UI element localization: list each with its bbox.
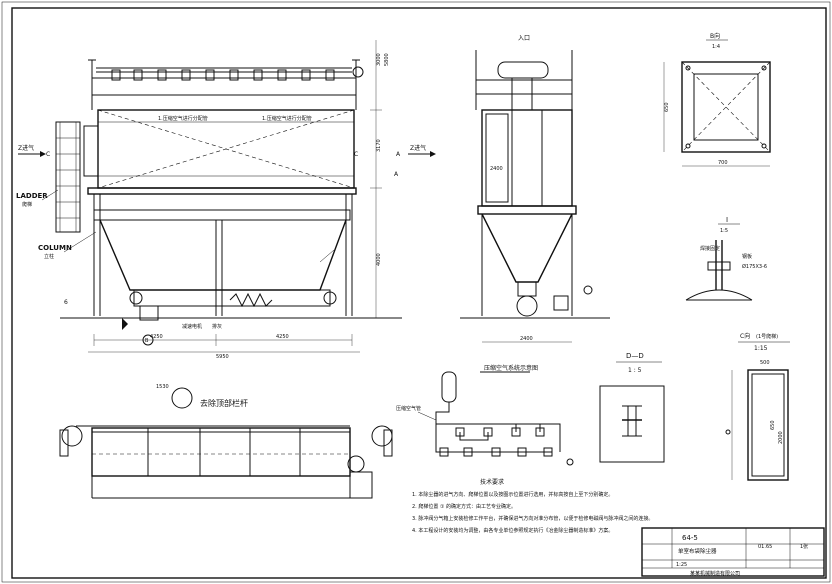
top-dim-1: 3000 [376, 53, 382, 66]
motor-note-2: 排灰 [212, 323, 222, 330]
detail-i-view: I 1:5 钢板 Ø175X3-6 焊接固定 [685, 216, 767, 301]
section-a-left: A [394, 171, 399, 178]
tech-title: 技术要求 [480, 478, 504, 486]
i-note-3: 焊接固定 [700, 245, 720, 252]
air-system-title: 压缩空气系统示意图 [484, 364, 538, 372]
ladder-label: LADDER [16, 192, 48, 200]
side-dim: 2400 [490, 166, 503, 172]
section-c-left: C [46, 151, 50, 158]
column-label-cn: 立柱 [44, 253, 54, 260]
d-view-scale: 1 : 5 [628, 367, 642, 374]
c-view-sub: (1号爬梯) [756, 333, 778, 340]
tb-weight: 01.65 [758, 544, 772, 550]
c-dim-500: 500 [760, 360, 770, 366]
top-dim-2: 3170 [376, 139, 382, 152]
c-dim-650: 650 [770, 420, 776, 430]
b-view-scale: 1:4 [712, 44, 720, 50]
section-c-right: C [354, 151, 358, 158]
inner-border [11, 7, 827, 579]
tb-model: 64-5 [682, 534, 698, 542]
marker-c-num: 6 [64, 299, 68, 306]
tb-company: 某某机械制造有限公司 [690, 570, 740, 577]
top-view-dim: 1530 [156, 384, 169, 390]
top-view-title: 去除顶部栏杆 [200, 398, 248, 408]
top-dim-3: 4000 [376, 253, 382, 266]
base-dim-4: 2400 [520, 336, 533, 342]
marker-b [142, 334, 154, 346]
technical-requirements: 技术要求 1. 本除尘器的进气方向、爬梯位置以及按图示位置进行选用，并标高按自上… [412, 478, 653, 534]
detail-c-view: C向 (1号爬梯) 1:15 500 650 2000 [725, 332, 790, 481]
inlet-arrow-label: Z进气 [18, 144, 34, 152]
ladder-label-cn: 爬梯 [22, 201, 32, 208]
b-dim-1: 650 [664, 102, 670, 112]
tb-name: 单室布袋除尘器 [678, 547, 717, 555]
outlet-arrow-label: Z进气 [410, 144, 426, 152]
b-dim-2: 700 [718, 160, 728, 166]
air-system-diagram: 压缩空气系统示意图 压缩空气管 [396, 364, 574, 466]
section-a-right: A [396, 151, 401, 158]
side-elevation: 入口 2400 2400 [460, 35, 610, 343]
motor-note: 减速电机 [182, 323, 202, 330]
i-view-scale: 1:5 [720, 228, 728, 234]
tech-item-2: 2. 爬梯位置 ① 的确定方式：由工艺专业确定。 [412, 503, 516, 510]
marker-b-label: B [145, 338, 149, 344]
air-source-label: 压缩空气管 [396, 405, 421, 412]
b-view-title: B向 [710, 32, 720, 40]
tb-scale: 1:25 [676, 562, 687, 568]
inlet-label: 入口 [518, 35, 530, 42]
pulse-valve-row [111, 66, 364, 81]
base-dim-3: 5950 [216, 354, 229, 360]
detail-b-view: B向 1:4 650 700 [663, 32, 771, 167]
ladder [55, 121, 81, 233]
i-note-2: Ø175X3-6 [742, 263, 767, 270]
tech-item-3: 3. 脉冲阀分气箱上安装检修工作平台，并确保进气方向对准分布管，以便于检修电磁阀… [412, 515, 653, 522]
tech-item-4: 4. 本工程设计的安装均为调整，由各专业单位参照规定执行《冶金除尘器制造标准》方… [412, 527, 613, 534]
base-dim-1: 4250 [150, 334, 163, 340]
c-view-scale: 1:15 [754, 345, 768, 352]
tech-item-1: 1. 本除尘器的进气方向、爬梯位置以及按图示位置进行选用，并标高按自上至下分别确… [412, 491, 613, 498]
title-block: 64-5 单室布袋除尘器 1:25 01.65 1张 某某机械制造有限公司 [641, 527, 825, 577]
front-elevation: 1.压缩空气进行分配管 1.压缩空气进行分配管 LADDER 爬梯 [16, 40, 436, 360]
base-dim-2: 4250 [276, 334, 289, 340]
detail-d-view: D—D 1 : 5 [599, 352, 665, 463]
i-view-title: I [726, 216, 728, 224]
pipe-note-2: 1.压缩空气进行分配管 [262, 115, 312, 122]
column-label: COLUMN [38, 244, 72, 252]
pipe-note-1: 1.压缩空气进行分配管 [158, 115, 208, 122]
i-note-1: 钢板 [742, 253, 752, 260]
top-dim-4: 5800 [384, 53, 390, 66]
c-view-title: C向 [740, 332, 750, 340]
tb-sheet: 1张 [800, 543, 808, 550]
c-dim-2000: 2000 [778, 431, 784, 444]
top-view: 去除顶部栏杆 1530 [59, 384, 393, 499]
d-view-title: D—D [626, 352, 644, 360]
